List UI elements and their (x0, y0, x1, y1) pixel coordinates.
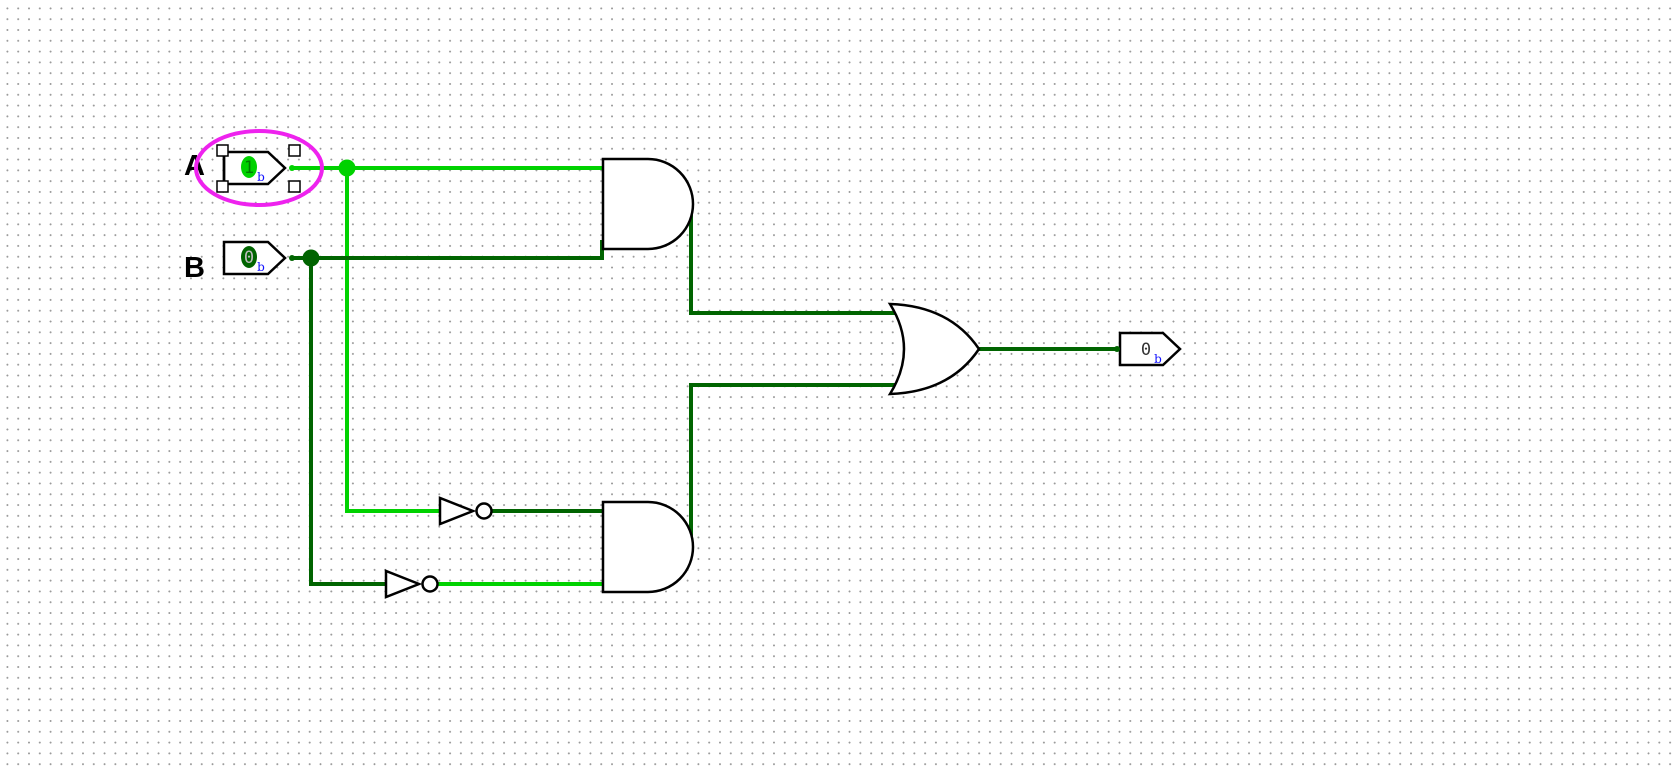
output-radix: b (1154, 352, 1162, 366)
and-gate-2[interactable] (601, 500, 695, 594)
not-gate-a[interactable] (438, 496, 493, 526)
pin-b-label: B (184, 252, 205, 284)
pin-b-state-indicator (241, 246, 257, 268)
pin-a-radix: b (257, 170, 265, 184)
pin-b-port (289, 255, 295, 261)
wire-b-net[interactable] (290, 240, 604, 586)
resize-handle-tl[interactable] (216, 144, 229, 157)
not-gate-b[interactable] (384, 569, 439, 599)
input-pin-b[interactable]: 0 b (222, 240, 287, 276)
selection-highlight (194, 129, 324, 207)
resize-handle-tr[interactable] (288, 144, 301, 157)
resize-handle-br[interactable] (288, 180, 301, 193)
output-port (1114, 346, 1120, 352)
input-pin-a[interactable]: 1 b (222, 150, 287, 186)
pin-b-radix: b (257, 260, 265, 274)
wire-and1-out[interactable] (689, 202, 895, 315)
output-value: 0 (1141, 340, 1151, 360)
and-gate-1[interactable] (601, 157, 695, 251)
junction-b (302, 249, 320, 267)
or-gate[interactable] (887, 302, 981, 396)
junction-a (338, 159, 356, 177)
wire-and2-out[interactable] (689, 383, 895, 549)
pin-a-value: 1 (244, 158, 254, 178)
wire-a-net[interactable] (290, 166, 604, 513)
pin-a-state-indicator (241, 156, 257, 178)
resize-handle-bl[interactable] (216, 180, 229, 193)
pin-a-port (289, 165, 295, 171)
pin-b-value: 0 (244, 248, 254, 268)
output-pin[interactable]: 0 b (1118, 331, 1182, 367)
